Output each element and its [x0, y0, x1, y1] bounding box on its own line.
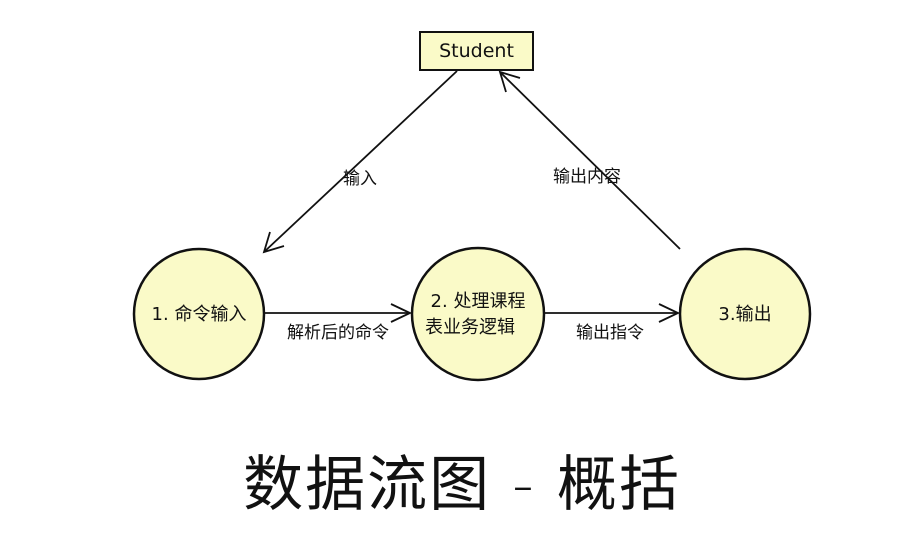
diagram-title: 数据流图 - 概括	[243, 450, 681, 520]
flow-output-content-arrow	[498, 70, 681, 250]
process-course-logic-line1: 2. 处理课程	[431, 291, 526, 312]
flow-output-content-label: 输出内容	[553, 167, 621, 187]
flow-parsed-command-label: 解析后的命令	[287, 323, 389, 343]
flow-output-instruction-arrow	[545, 303, 681, 323]
student-entity[interactable]: Student	[419, 31, 534, 71]
process-course-logic-line2: 表业务逻辑	[425, 317, 515, 338]
flow-input-label: 输入	[343, 169, 377, 189]
flow-input-arrow	[262, 70, 458, 254]
student-entity-label: Student	[439, 40, 514, 62]
process-command-input-label: 1. 命令输入	[152, 304, 247, 325]
process-command-input[interactable]: 1. 命令输入	[132, 247, 266, 381]
process-course-logic[interactable]: 2. 处理课程 表业务逻辑	[410, 246, 546, 382]
flow-output-instruction-label: 输出指令	[576, 323, 644, 343]
flow-parsed-command-arrow	[265, 303, 413, 323]
process-output-label: 3.输出	[718, 304, 771, 325]
process-output[interactable]: 3.输出	[678, 247, 812, 381]
